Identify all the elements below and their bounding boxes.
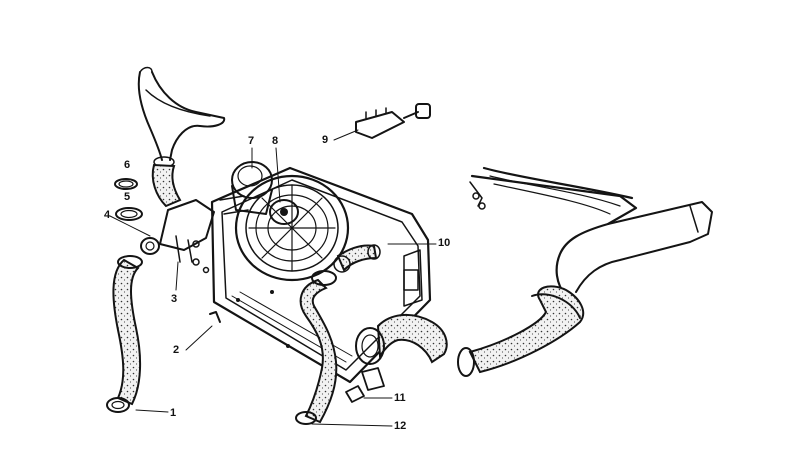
callout-4: 4 — [104, 209, 111, 221]
center-hoses — [295, 244, 381, 425]
callout-8: 8 — [272, 135, 279, 147]
leader-lines — [109, 129, 437, 427]
temperature-switch — [355, 103, 431, 139]
callout-11: 11 — [394, 392, 406, 404]
lower-right-hose — [345, 314, 448, 403]
callout-12: 12 — [394, 420, 407, 432]
cooling-fan — [234, 174, 350, 282]
upper-left-air-duct — [137, 66, 226, 208]
callout-1: 1 — [170, 407, 177, 419]
callout-6: 6 — [124, 159, 131, 171]
callout-9: 9 — [322, 134, 329, 146]
lower-left-hose — [106, 255, 143, 413]
right-air-duct — [457, 166, 713, 377]
callout-5: 5 — [124, 191, 131, 203]
thermostat-housing — [140, 199, 215, 274]
callout-3: 3 — [171, 293, 178, 305]
callout-10: 10 — [438, 237, 451, 249]
callout-2: 2 — [173, 344, 180, 356]
seal-rings — [114, 178, 143, 221]
callout-7: 7 — [248, 135, 255, 147]
spring-clip — [209, 311, 221, 323]
